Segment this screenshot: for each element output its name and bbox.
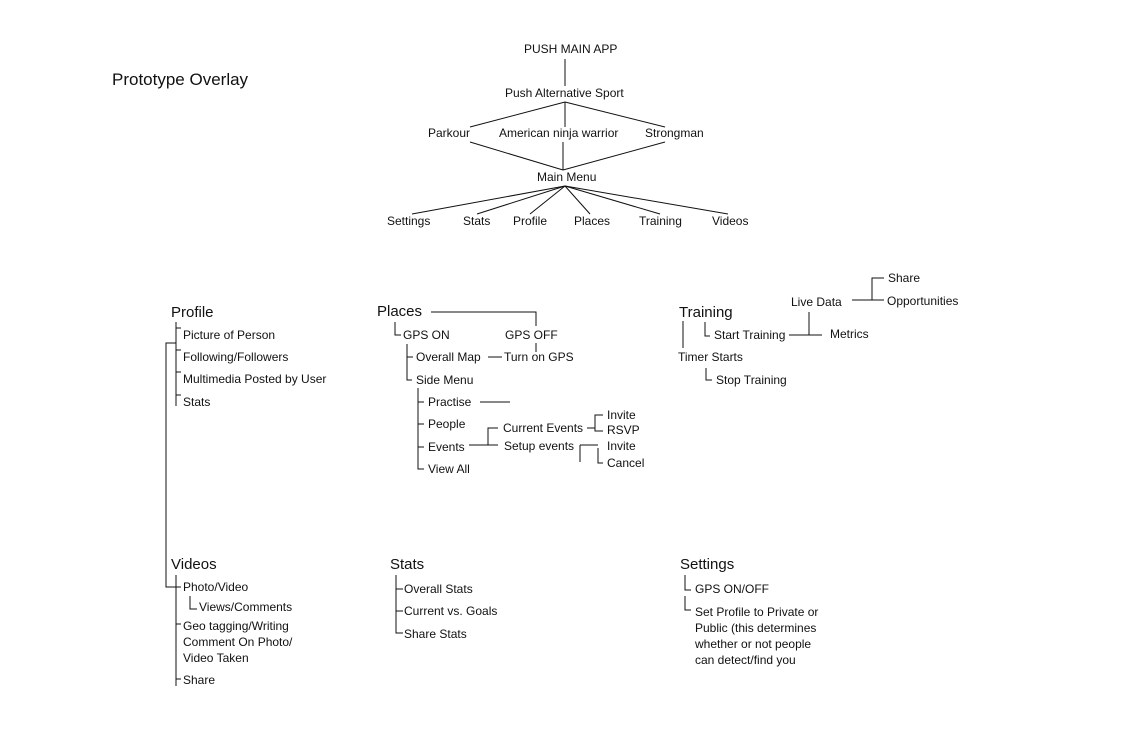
stats-item: Share Stats xyxy=(404,627,467,641)
stats-item: Current vs. Goals xyxy=(404,604,498,618)
menu-item-training: Training xyxy=(639,214,682,228)
menu-item-places: Places xyxy=(574,214,611,228)
menu-item-stats: Stats xyxy=(463,214,491,228)
alt-sport-node: Push Alternative Sport xyxy=(505,86,624,100)
places-heading: Places xyxy=(377,303,423,320)
profile-item: Stats xyxy=(183,395,211,409)
side-menu-node: Side Menu xyxy=(416,373,474,387)
sport-node-parkour: Parkour xyxy=(428,126,471,140)
menu-item-settings: Settings xyxy=(387,214,431,228)
turn-on-gps-node: Turn on GPS xyxy=(504,350,574,364)
current-events-sub: Invite xyxy=(607,408,636,422)
stats-item: Overall Stats xyxy=(404,582,473,596)
timer-starts-node: Timer Starts xyxy=(678,350,743,364)
sport-node-ninja: American ninja warrior xyxy=(499,126,619,140)
geo-tagging-node: Geo tagging/Writing Comment On Photo/ Vi… xyxy=(183,619,293,665)
overall-map-node: Overall Map xyxy=(416,350,481,364)
setup-events-sub: Cancel xyxy=(607,456,645,470)
profile-heading: Profile xyxy=(171,304,214,321)
views-comments-node: Views/Comments xyxy=(199,600,293,614)
videos-heading: Videos xyxy=(171,556,217,573)
stats-heading: Stats xyxy=(390,556,425,573)
profile-item: Multimedia Posted by User xyxy=(183,372,327,386)
settings-heading: Settings xyxy=(680,556,735,573)
share-node: Share xyxy=(888,271,921,285)
profile-item: Picture of Person xyxy=(183,328,276,342)
side-menu-item: View All xyxy=(428,462,470,476)
videos-share-node: Share xyxy=(183,673,216,687)
menu-item-profile: Profile xyxy=(513,214,548,228)
live-data-node: Live Data xyxy=(791,295,842,309)
side-menu-item: Events xyxy=(428,440,465,454)
sport-node-strongman: Strongman xyxy=(645,126,704,140)
current-events-sub: RSVP xyxy=(607,423,640,437)
menu-item-videos: Videos xyxy=(712,214,749,228)
setup-events-node: Setup events xyxy=(504,439,575,453)
training-heading: Training xyxy=(679,304,733,321)
root-node: PUSH MAIN APP xyxy=(524,42,618,56)
page-title: Prototype Overlay xyxy=(112,70,249,89)
side-menu-item: Practise xyxy=(428,395,472,409)
current-events-node: Current Events xyxy=(503,421,584,435)
gps-setting-node: GPS ON/OFF xyxy=(695,582,770,596)
opportunities-node: Opportunities xyxy=(887,294,959,308)
photo-video-node: Photo/Video xyxy=(183,580,249,594)
privacy-setting-node: Set Profile to Private or Public (this d… xyxy=(695,605,819,667)
setup-events-sub: Invite xyxy=(607,439,636,453)
main-menu-node: Main Menu xyxy=(537,170,597,184)
profile-item: Following/Followers xyxy=(183,350,289,364)
start-training-node: Start Training xyxy=(714,328,786,342)
gps-on-node: GPS ON xyxy=(403,328,450,342)
stop-training-node: Stop Training xyxy=(716,373,787,387)
metrics-node: Metrics xyxy=(830,327,869,341)
gps-off-node: GPS OFF xyxy=(505,328,558,342)
side-menu-item: People xyxy=(428,417,466,431)
